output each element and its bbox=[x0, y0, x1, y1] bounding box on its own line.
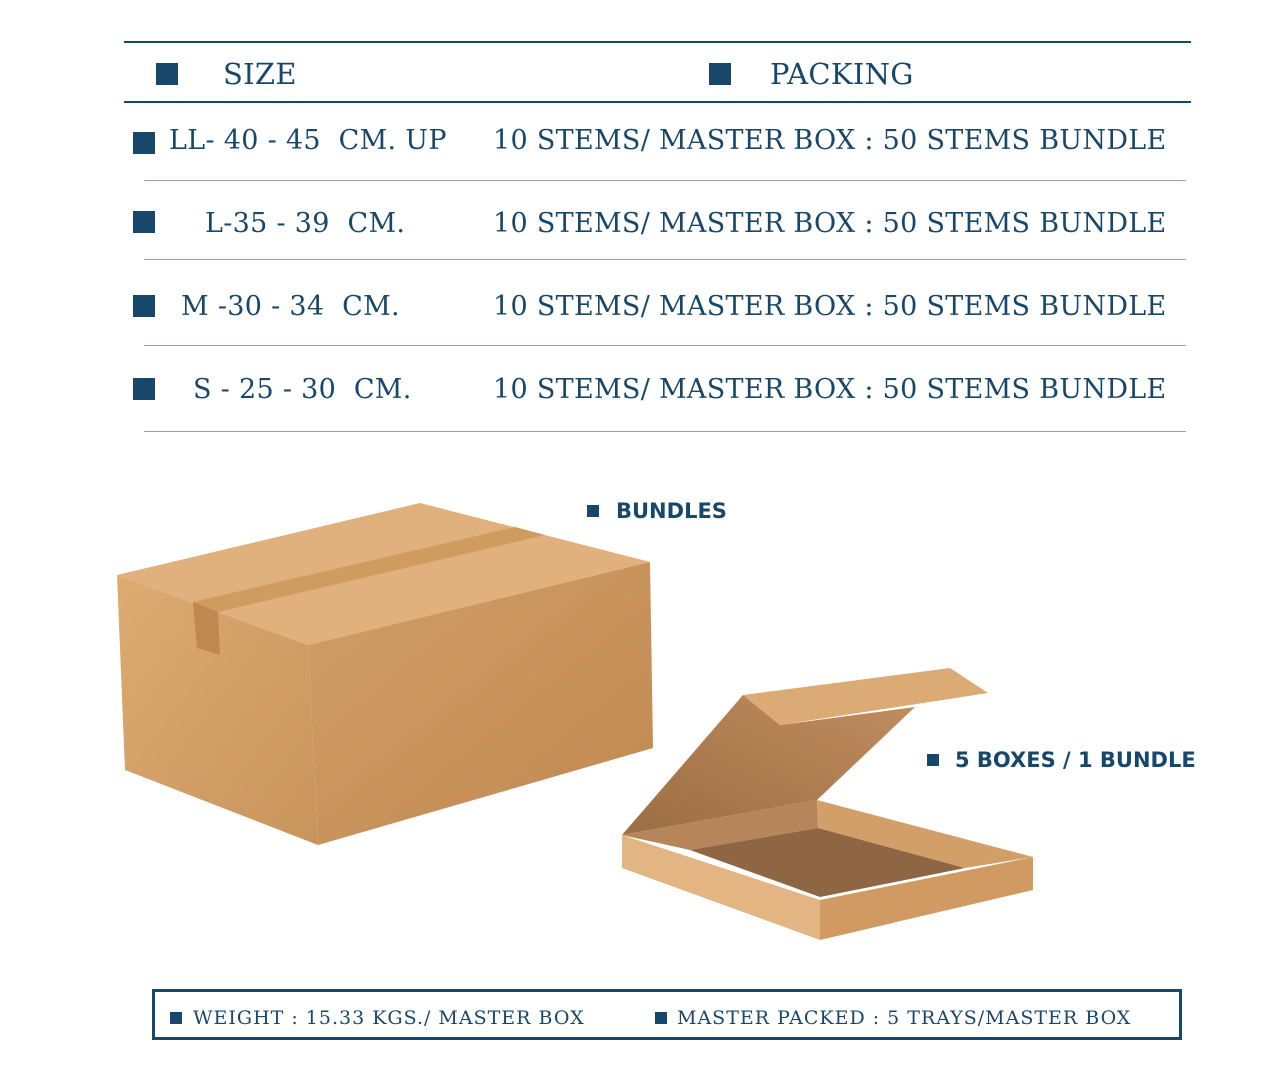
bullet-icon bbox=[170, 1012, 182, 1024]
row-packing: 10 STEMS/ MASTER BOX : 50 STEMS BUNDLE bbox=[493, 208, 1167, 239]
table-top-rule bbox=[124, 41, 1191, 43]
bullet-icon bbox=[133, 378, 155, 400]
row-size: LL- 40 - 45 CM. UP bbox=[169, 125, 447, 156]
header-size: SIZE bbox=[223, 57, 297, 91]
row-size: M -30 - 34 CM. bbox=[181, 291, 400, 322]
bullet-icon bbox=[709, 63, 731, 85]
footer-info-box: WEIGHT : 15.33 KGS./ MASTER BOX MASTER P… bbox=[152, 989, 1182, 1040]
header-packing: PACKING bbox=[770, 57, 914, 91]
open-box-icon bbox=[622, 668, 1033, 940]
row-divider bbox=[144, 431, 1186, 432]
bullet-icon bbox=[156, 63, 178, 85]
bullet-icon bbox=[133, 295, 155, 317]
bullet-icon bbox=[133, 132, 155, 154]
master-packed-text: MASTER PACKED : 5 TRAYS/MASTER BOX bbox=[677, 1007, 1132, 1029]
bullet-icon bbox=[927, 754, 939, 766]
row-divider bbox=[144, 180, 1186, 181]
boxes-per-bundle-label: 5 BOXES / 1 BUNDLE bbox=[955, 748, 1196, 772]
row-size: L-35 - 39 CM. bbox=[205, 208, 406, 239]
row-size: S - 25 - 30 CM. bbox=[193, 374, 412, 405]
row-divider bbox=[144, 345, 1186, 346]
bundles-label: BUNDLES bbox=[616, 499, 727, 523]
bullet-icon bbox=[655, 1012, 667, 1024]
weight-text: WEIGHT : 15.33 KGS./ MASTER BOX bbox=[193, 1007, 585, 1029]
bullet-icon bbox=[587, 505, 599, 517]
closed-box-icon bbox=[117, 503, 653, 845]
row-packing: 10 STEMS/ MASTER BOX : 50 STEMS BUNDLE bbox=[493, 374, 1167, 405]
row-packing: 10 STEMS/ MASTER BOX : 50 STEMS BUNDLE bbox=[493, 291, 1167, 322]
row-divider bbox=[144, 259, 1186, 260]
row-packing: 10 STEMS/ MASTER BOX : 50 STEMS BUNDLE bbox=[493, 125, 1167, 156]
bullet-icon bbox=[133, 211, 155, 233]
header-rule bbox=[124, 101, 1191, 103]
